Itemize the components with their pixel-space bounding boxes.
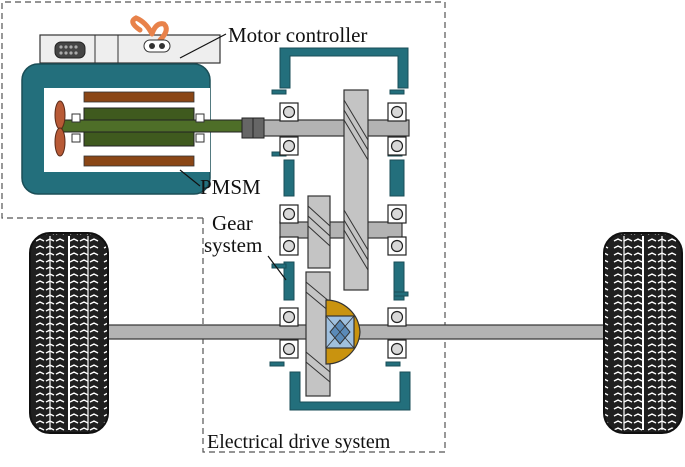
motor-controller-icon: [39, 15, 221, 64]
pmsm-motor-icon: [21, 63, 243, 195]
intermediate-gear: [307, 195, 331, 269]
motor-controller-label: Motor controller: [228, 23, 367, 47]
gear-system-label-line1: Gear: [212, 211, 253, 235]
differential-icon: [325, 299, 361, 365]
input-shaft: [263, 119, 410, 137]
drive-system-label: Electrical drive system: [207, 431, 391, 453]
right-tire-icon: [603, 232, 683, 434]
motor-bearings: [71, 113, 205, 143]
motor-controller-boundary: [1, 1, 446, 453]
pmsm-label: PMSM: [200, 175, 261, 199]
intermediate-shaft: [279, 221, 403, 239]
final-drive-gear: [305, 271, 331, 397]
leader-lines: [179, 33, 287, 281]
gear-system-label-line2: system: [204, 233, 262, 257]
cooling-fan-icon: [54, 100, 66, 157]
left-tire-icon: [29, 232, 109, 434]
shaft-coupling: [241, 117, 265, 139]
input-gear: [343, 89, 369, 291]
